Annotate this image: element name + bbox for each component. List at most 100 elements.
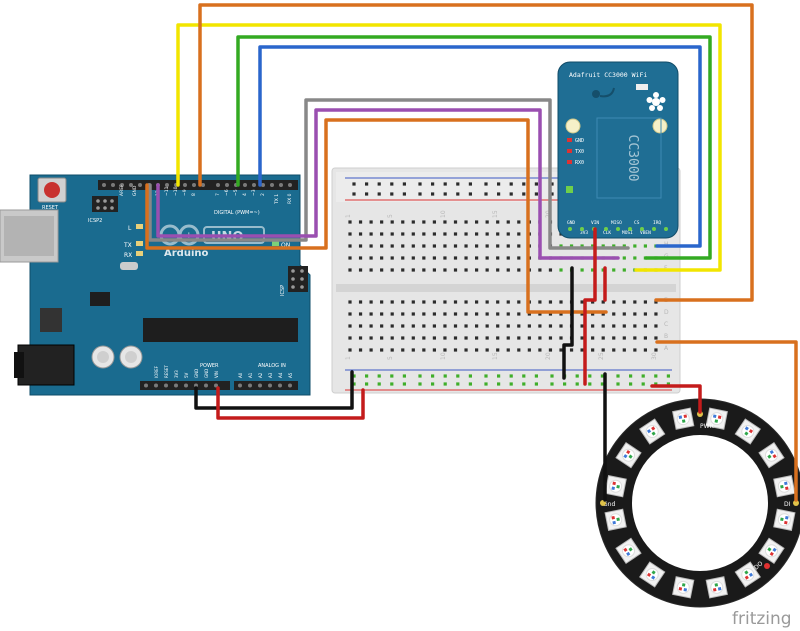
breadboard-hole: [600, 382, 604, 386]
breadboard-hole: [612, 348, 616, 352]
breadboard-hole: [369, 256, 373, 260]
breadboard-hole: [411, 324, 415, 328]
breadboard-hole: [464, 312, 468, 316]
breadboard-hole: [380, 268, 384, 272]
breadboard-hole: [616, 374, 620, 378]
breadboard-hole: [601, 312, 605, 316]
breadboard-hole: [422, 220, 426, 224]
breadboard-hole: [401, 244, 405, 248]
neopixel-led: [758, 537, 785, 564]
breadboard-hole: [453, 312, 458, 316]
breadboard-hole: [358, 220, 363, 224]
neopixel-led: [639, 418, 666, 445]
breadboard-hole: [369, 244, 373, 248]
breadboard-hole: [390, 336, 394, 340]
breadboard-hole: [401, 256, 405, 260]
breadboard-hole: [601, 300, 605, 304]
breadboard-hole: [418, 182, 422, 186]
breadboard-hole: [497, 374, 501, 378]
neopixel-led: [705, 576, 728, 599]
tx-led: [136, 241, 143, 246]
breadboard-hole: [358, 256, 363, 260]
neopixel-ring: Gnd PWR DI DO: [595, 398, 800, 608]
wifi-pin-label: CLK: [603, 230, 611, 236]
breadboard-hole: [443, 244, 447, 248]
breadboard-hole: [496, 300, 500, 304]
breadboard-hole: [443, 312, 447, 316]
breadboard-hole: [643, 312, 647, 316]
analog-pin-a5: A5: [288, 372, 293, 378]
breadboard-hole: [569, 348, 574, 352]
breadboard-hole: [369, 324, 373, 328]
wifi-pin-label: VBEN: [640, 230, 651, 236]
breadboard-hole: [475, 232, 479, 236]
breadboard-hole: [358, 244, 363, 248]
breadboard-hole: [633, 256, 637, 260]
breadboard-hole: [591, 324, 595, 328]
breadboard-hole: [654, 312, 658, 316]
on-led: [272, 241, 279, 246]
led-label: GND: [575, 138, 584, 144]
breadboard-hole: [369, 312, 373, 316]
wire-red-ring-pwr: [650, 384, 702, 414]
breadboard-hole: [548, 336, 553, 340]
pin-label-aref: AREF: [119, 184, 125, 196]
breadboard-hole: [548, 348, 553, 352]
breadboard-hole: [348, 244, 352, 248]
breadboard-hole: [348, 348, 352, 352]
breadboard-hole: [418, 382, 422, 386]
breadboard-hole: [418, 374, 422, 378]
breadboard-hole: [432, 312, 436, 316]
bb-col-label: 5: [387, 356, 394, 360]
l-led-label: L: [128, 225, 132, 232]
breadboard-hole: [411, 268, 415, 272]
pin-label-7: 7: [215, 193, 221, 196]
status-led: [567, 149, 572, 153]
breadboard-hole: [380, 336, 384, 340]
breadboard-hole: [358, 312, 363, 316]
breadboard-hole: [522, 374, 526, 378]
breadboard-hole: [600, 374, 604, 378]
analog-pin-a4: A4: [278, 372, 283, 378]
wire-green: [236, 35, 712, 260]
breadboard-hole: [643, 244, 647, 248]
breadboard-hole: [509, 382, 513, 386]
breadboard-hole: [559, 336, 563, 340]
breadboard-hole: [377, 374, 381, 378]
breadboard-hole: [612, 312, 616, 316]
breadboard-hole: [633, 324, 637, 328]
cc3000-wifi-module: Adafruit CC3000 WiFi CC3000 GND TX0 RX0 …: [557, 61, 679, 239]
breadboard-hole: [358, 324, 363, 328]
breadboard-hole: [517, 232, 521, 236]
breadboard-hole: [411, 312, 415, 316]
breadboard-hole: [654, 382, 658, 386]
reset-button[interactable]: [44, 182, 60, 198]
breadboard-hole: [534, 374, 538, 378]
breadboard-hole: [548, 300, 553, 304]
breadboard-hole: [506, 268, 510, 272]
breadboard-hole: [538, 348, 542, 352]
breadboard-hole: [496, 220, 500, 224]
breadboard-hole: [453, 256, 458, 260]
breadboard-hole: [654, 374, 658, 378]
breadboard-hole: [485, 312, 489, 316]
breadboard-hole: [654, 300, 658, 304]
wire-yellow: [176, 23, 722, 272]
breadboard-hole: [548, 324, 553, 328]
breadboard-hole: [422, 268, 426, 272]
breadboard-hole: [348, 312, 352, 316]
breadboard-hole: [358, 232, 363, 236]
breadboard-hole: [358, 268, 363, 272]
breadboard-hole: [534, 182, 538, 186]
breadboard-hole: [443, 268, 447, 272]
wifi-pin-labels: GND 3V3 VIN CLK MISO MOSI CS VBEN IRQ: [567, 220, 661, 236]
breadboard-hole: [468, 192, 472, 196]
breadboard-hole: [401, 336, 405, 340]
breadboard-hole: [548, 312, 553, 316]
breadboard-hole: [506, 312, 510, 316]
breadboard-hole: [443, 220, 447, 224]
breadboard-hole: [475, 336, 479, 340]
breadboard-hole: [485, 268, 489, 272]
breadboard-hole: [633, 300, 637, 304]
breadboard-hole: [588, 374, 592, 378]
